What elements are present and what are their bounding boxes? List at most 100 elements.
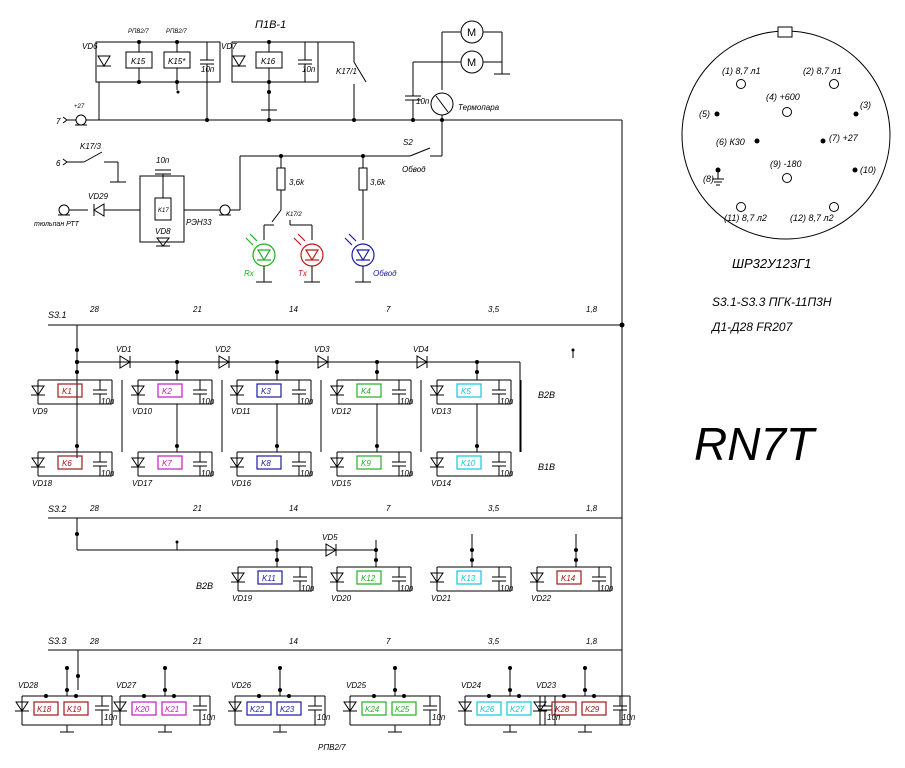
relay-coil xyxy=(246,701,272,716)
diode-label: VD23 xyxy=(536,681,557,690)
relay-coil xyxy=(57,455,83,470)
connector-outline xyxy=(681,30,891,240)
relay-coil xyxy=(257,570,283,585)
diode-icon xyxy=(218,355,230,369)
cap-label: 10п xyxy=(101,397,115,406)
band-label: 3,5 xyxy=(488,637,500,646)
s2-label: S2 xyxy=(403,138,413,147)
k15-block-frame xyxy=(95,41,221,83)
connector-pin-label: (9) -180 xyxy=(770,159,802,169)
diode-label: VD18 xyxy=(32,479,53,488)
cap-label: 10п xyxy=(600,584,614,593)
diode-label: VD24 xyxy=(461,681,482,690)
cap-label: 10п xyxy=(300,397,314,406)
relay-coil xyxy=(361,701,387,716)
k15-label: K15 xyxy=(131,57,146,66)
relay-label: K11 xyxy=(262,574,276,583)
k17-label: K17 xyxy=(158,208,169,214)
junction-dot xyxy=(487,694,491,698)
connector-shr32u123g1: ШР32У123Г1 xyxy=(681,26,891,271)
relay-coil xyxy=(551,701,577,716)
connector-pin xyxy=(782,173,792,183)
diode-icon xyxy=(330,572,344,583)
r1-label: 3,6k xyxy=(289,178,305,187)
cap-label-k16: 10п xyxy=(302,65,316,74)
relay-label: K28 xyxy=(555,705,570,714)
band-label: 3,5 xyxy=(488,305,500,314)
connector-pin xyxy=(853,111,859,117)
relay-label: K9 xyxy=(361,459,371,468)
relay-label: K22 xyxy=(250,705,265,714)
diode-label: VD4 xyxy=(413,345,429,354)
junction-dot xyxy=(65,666,69,670)
in7-label: 7 xyxy=(56,117,61,126)
cap-label: 10п xyxy=(104,713,118,722)
diode-icon xyxy=(430,385,444,396)
relay-label: K3 xyxy=(261,387,271,396)
connector-pin-label: (5) xyxy=(699,109,710,119)
cap-label: 10п xyxy=(400,584,414,593)
rx-label: Rx xyxy=(244,269,255,278)
relay-label: K25 xyxy=(395,705,410,714)
relay-coil xyxy=(57,383,83,398)
junction-dot xyxy=(508,666,512,670)
relay-coil xyxy=(131,701,157,716)
vd29-diode-icon xyxy=(93,203,105,217)
rx-led: Rx xyxy=(244,233,276,278)
obvod-switch-label: Обвод xyxy=(402,165,426,174)
junction-dot xyxy=(74,694,78,698)
diode-icon xyxy=(113,701,127,712)
r2-label: 3,6k xyxy=(370,178,386,187)
cap-label: 10п xyxy=(300,469,314,478)
relay-coil xyxy=(456,455,482,470)
relay-coil xyxy=(456,570,482,585)
diode-icon xyxy=(230,457,244,468)
relay-blocks: K110пVD9K210пVD10K310пVD11K410пVD12K510п… xyxy=(15,345,636,733)
cap-label: 10п xyxy=(201,469,215,478)
relay-label: K27 xyxy=(510,705,525,714)
s31-section: S3.1 B2B B1B xyxy=(48,310,622,472)
plus27-label: +27 xyxy=(74,104,85,110)
diode-icon xyxy=(416,355,428,369)
relay-coil xyxy=(256,383,282,398)
cap-label: 10п xyxy=(432,713,446,722)
connector-name: ШР32У123Г1 xyxy=(732,256,811,271)
band-label: 21 xyxy=(192,637,202,646)
diode-label: VD22 xyxy=(531,594,552,603)
diode-label: VD20 xyxy=(331,594,352,603)
diode-icon xyxy=(231,572,245,583)
vd7-label: VD7 xyxy=(221,42,237,51)
page-title: RN7T xyxy=(694,418,817,470)
obvod-led: Обвод xyxy=(344,233,397,278)
cap-label-k17: 10п xyxy=(156,156,170,165)
diode-icon xyxy=(31,457,45,468)
junction-dot xyxy=(172,694,176,698)
vd8-diode-icon xyxy=(156,237,170,247)
relay-label: K5 xyxy=(461,387,471,396)
diode-icon xyxy=(530,572,544,583)
relay-coil xyxy=(456,383,482,398)
band-label: 1,8 xyxy=(586,305,598,314)
diode-icon xyxy=(317,355,329,369)
s33-rpv-label: РПВ2/7 xyxy=(318,743,346,752)
band-label: 1,8 xyxy=(586,504,598,513)
cap-label: 10п xyxy=(201,397,215,406)
diode-icon xyxy=(325,543,337,557)
band-label: 7 xyxy=(386,305,391,314)
connector-pin-label: (7) +27 xyxy=(829,133,859,143)
junction-dot xyxy=(163,666,167,670)
relay-label: K20 xyxy=(135,705,150,714)
diode-label: VD12 xyxy=(331,407,352,416)
diode-label: VD1 xyxy=(116,345,132,354)
k17-3-label: K17/3 xyxy=(80,142,101,151)
diode-label: VD2 xyxy=(215,345,231,354)
diode-icon xyxy=(533,701,547,712)
cap-label: 10п xyxy=(301,584,315,593)
